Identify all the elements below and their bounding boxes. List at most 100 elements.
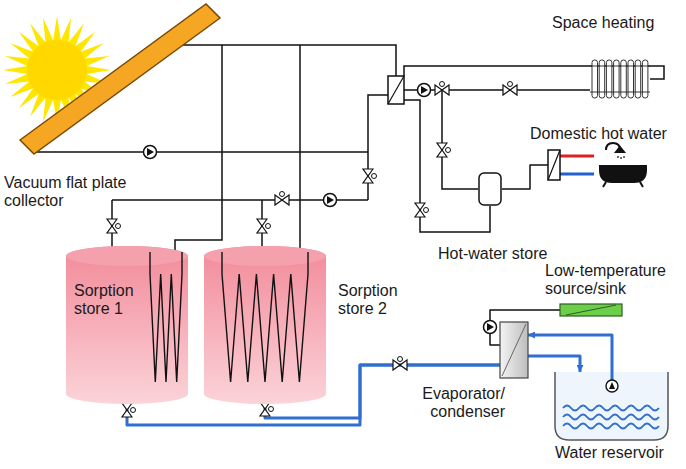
heat-exchanger: [388, 76, 404, 104]
hot-water-store: Hot-water store: [478, 172, 502, 206]
pipe: [36, 151, 368, 153]
bath-shower-icon: [618, 156, 624, 159]
water-reservoir: Water reservoir: [555, 372, 668, 440]
bath-shower-icon: [603, 182, 643, 187]
dhw-heat-exchanger: [548, 150, 560, 180]
sorption-store: [66, 246, 188, 404]
valve-symbol: [131, 408, 136, 413]
valve-symbol: [363, 169, 377, 183]
valve-symbol: [275, 192, 289, 206]
valve-symbol: [107, 219, 121, 233]
pipe: [404, 100, 490, 232]
hot-water-line: [560, 155, 594, 158]
heat-exchanger-coil: [222, 252, 308, 382]
heat-exchanger: [548, 150, 560, 180]
valve-symbol: [415, 203, 429, 217]
pipe-connector: [528, 335, 612, 372]
node-label: Sorption store 1: [74, 282, 152, 318]
source-sink-bar: [560, 304, 622, 316]
valve-symbol: [372, 174, 377, 179]
sorption-store: Sorption store 1: [66, 246, 188, 404]
node-label: Water reservoir: [555, 444, 680, 462]
pump-symbol: [418, 84, 431, 97]
pump-symbol: [147, 148, 154, 156]
pump-symbol: [324, 194, 337, 207]
pipe: [183, 45, 396, 76]
pump-symbol: [144, 146, 157, 159]
valve-symbol: [398, 357, 403, 362]
valve-symbol: [280, 192, 285, 197]
pump-riser: [611, 372, 614, 380]
heat-exchanger: [388, 76, 404, 104]
valve-symbol: [435, 82, 449, 96]
pipe-connector: [528, 356, 580, 372]
pipe: [404, 89, 590, 91]
water-wave: [563, 415, 659, 420]
water-reservoir: [555, 372, 668, 440]
pump-symbol: [487, 323, 494, 331]
dhw-heat-exchanger: Domestic hot water: [548, 150, 560, 180]
node-label: Low-temperature source/sink: [545, 262, 680, 298]
sun-disc: [27, 40, 87, 100]
valve-symbol: [122, 403, 136, 417]
bath-shower-icon: [600, 166, 646, 182]
hot-water-line: [560, 156, 594, 157]
node-label: Evaporator/ condenser: [400, 385, 505, 421]
heat-exchanger-coil: [150, 252, 182, 382]
evaporator-condenser: Evaporator/ condenser: [500, 322, 528, 378]
pipe: [442, 90, 478, 189]
cold-water-line: [560, 173, 594, 176]
pipe: [175, 45, 222, 252]
cold-water-line: [560, 174, 594, 175]
valve-symbol: [424, 208, 429, 213]
store-cylinder: [66, 246, 188, 266]
pump-symbol: [484, 321, 497, 334]
pump-symbol: [144, 146, 157, 159]
water-wave: [563, 424, 659, 429]
sorption-store: Sorption store 2: [204, 246, 326, 404]
collector-panel: [12, 2, 222, 158]
pump-symbol: [421, 86, 428, 94]
evaporator-box: [500, 322, 528, 378]
valve-symbol: [269, 407, 274, 412]
node-label: Domestic hot water: [530, 125, 680, 143]
valve-symbol: [393, 357, 407, 371]
radiator: [590, 58, 650, 100]
collector-panel: Vacuum flat plate collector: [12, 2, 222, 158]
valve-symbol: [437, 143, 451, 157]
valve-symbol: [116, 224, 121, 229]
source-sink-bar: [560, 304, 622, 316]
store-cylinder: [204, 246, 326, 404]
valve-symbol: [260, 402, 274, 416]
pump-symbol: [484, 321, 497, 334]
node-label: Hot-water store: [438, 245, 578, 263]
pump-symbol: [609, 382, 615, 389]
water-wave: [563, 406, 659, 411]
pipe-connector: [502, 165, 548, 189]
radiator-fin: [590, 66, 650, 67]
pump-symbol: [606, 380, 618, 392]
node-label: Sorption store 2: [338, 282, 420, 318]
node-label: Space heating: [552, 14, 682, 32]
pipe: [299, 45, 301, 252]
valve-symbol: [266, 224, 271, 229]
radiator-fin: [590, 92, 650, 93]
evaporator-box: [502, 324, 526, 376]
valve-symbol: [440, 82, 445, 87]
valve-symbol: [446, 148, 451, 153]
pump-symbol: [418, 84, 431, 97]
pipe: [368, 95, 388, 200]
heat-exchanger: [548, 150, 560, 180]
radiator: Space heating: [590, 58, 650, 100]
pump-symbol: [324, 194, 337, 207]
hot-water-store: [478, 172, 502, 206]
valve-symbol: [508, 82, 513, 87]
sorption-store: [204, 246, 326, 404]
reservoir-tank: [555, 372, 668, 440]
source-sink-bar: Low-temperature source/sink: [560, 304, 622, 316]
evaporator-condenser: [500, 322, 528, 378]
node-label: Vacuum flat plate collector: [4, 174, 154, 210]
source-sink-bar: [566, 305, 616, 315]
store-tank: [479, 173, 501, 205]
